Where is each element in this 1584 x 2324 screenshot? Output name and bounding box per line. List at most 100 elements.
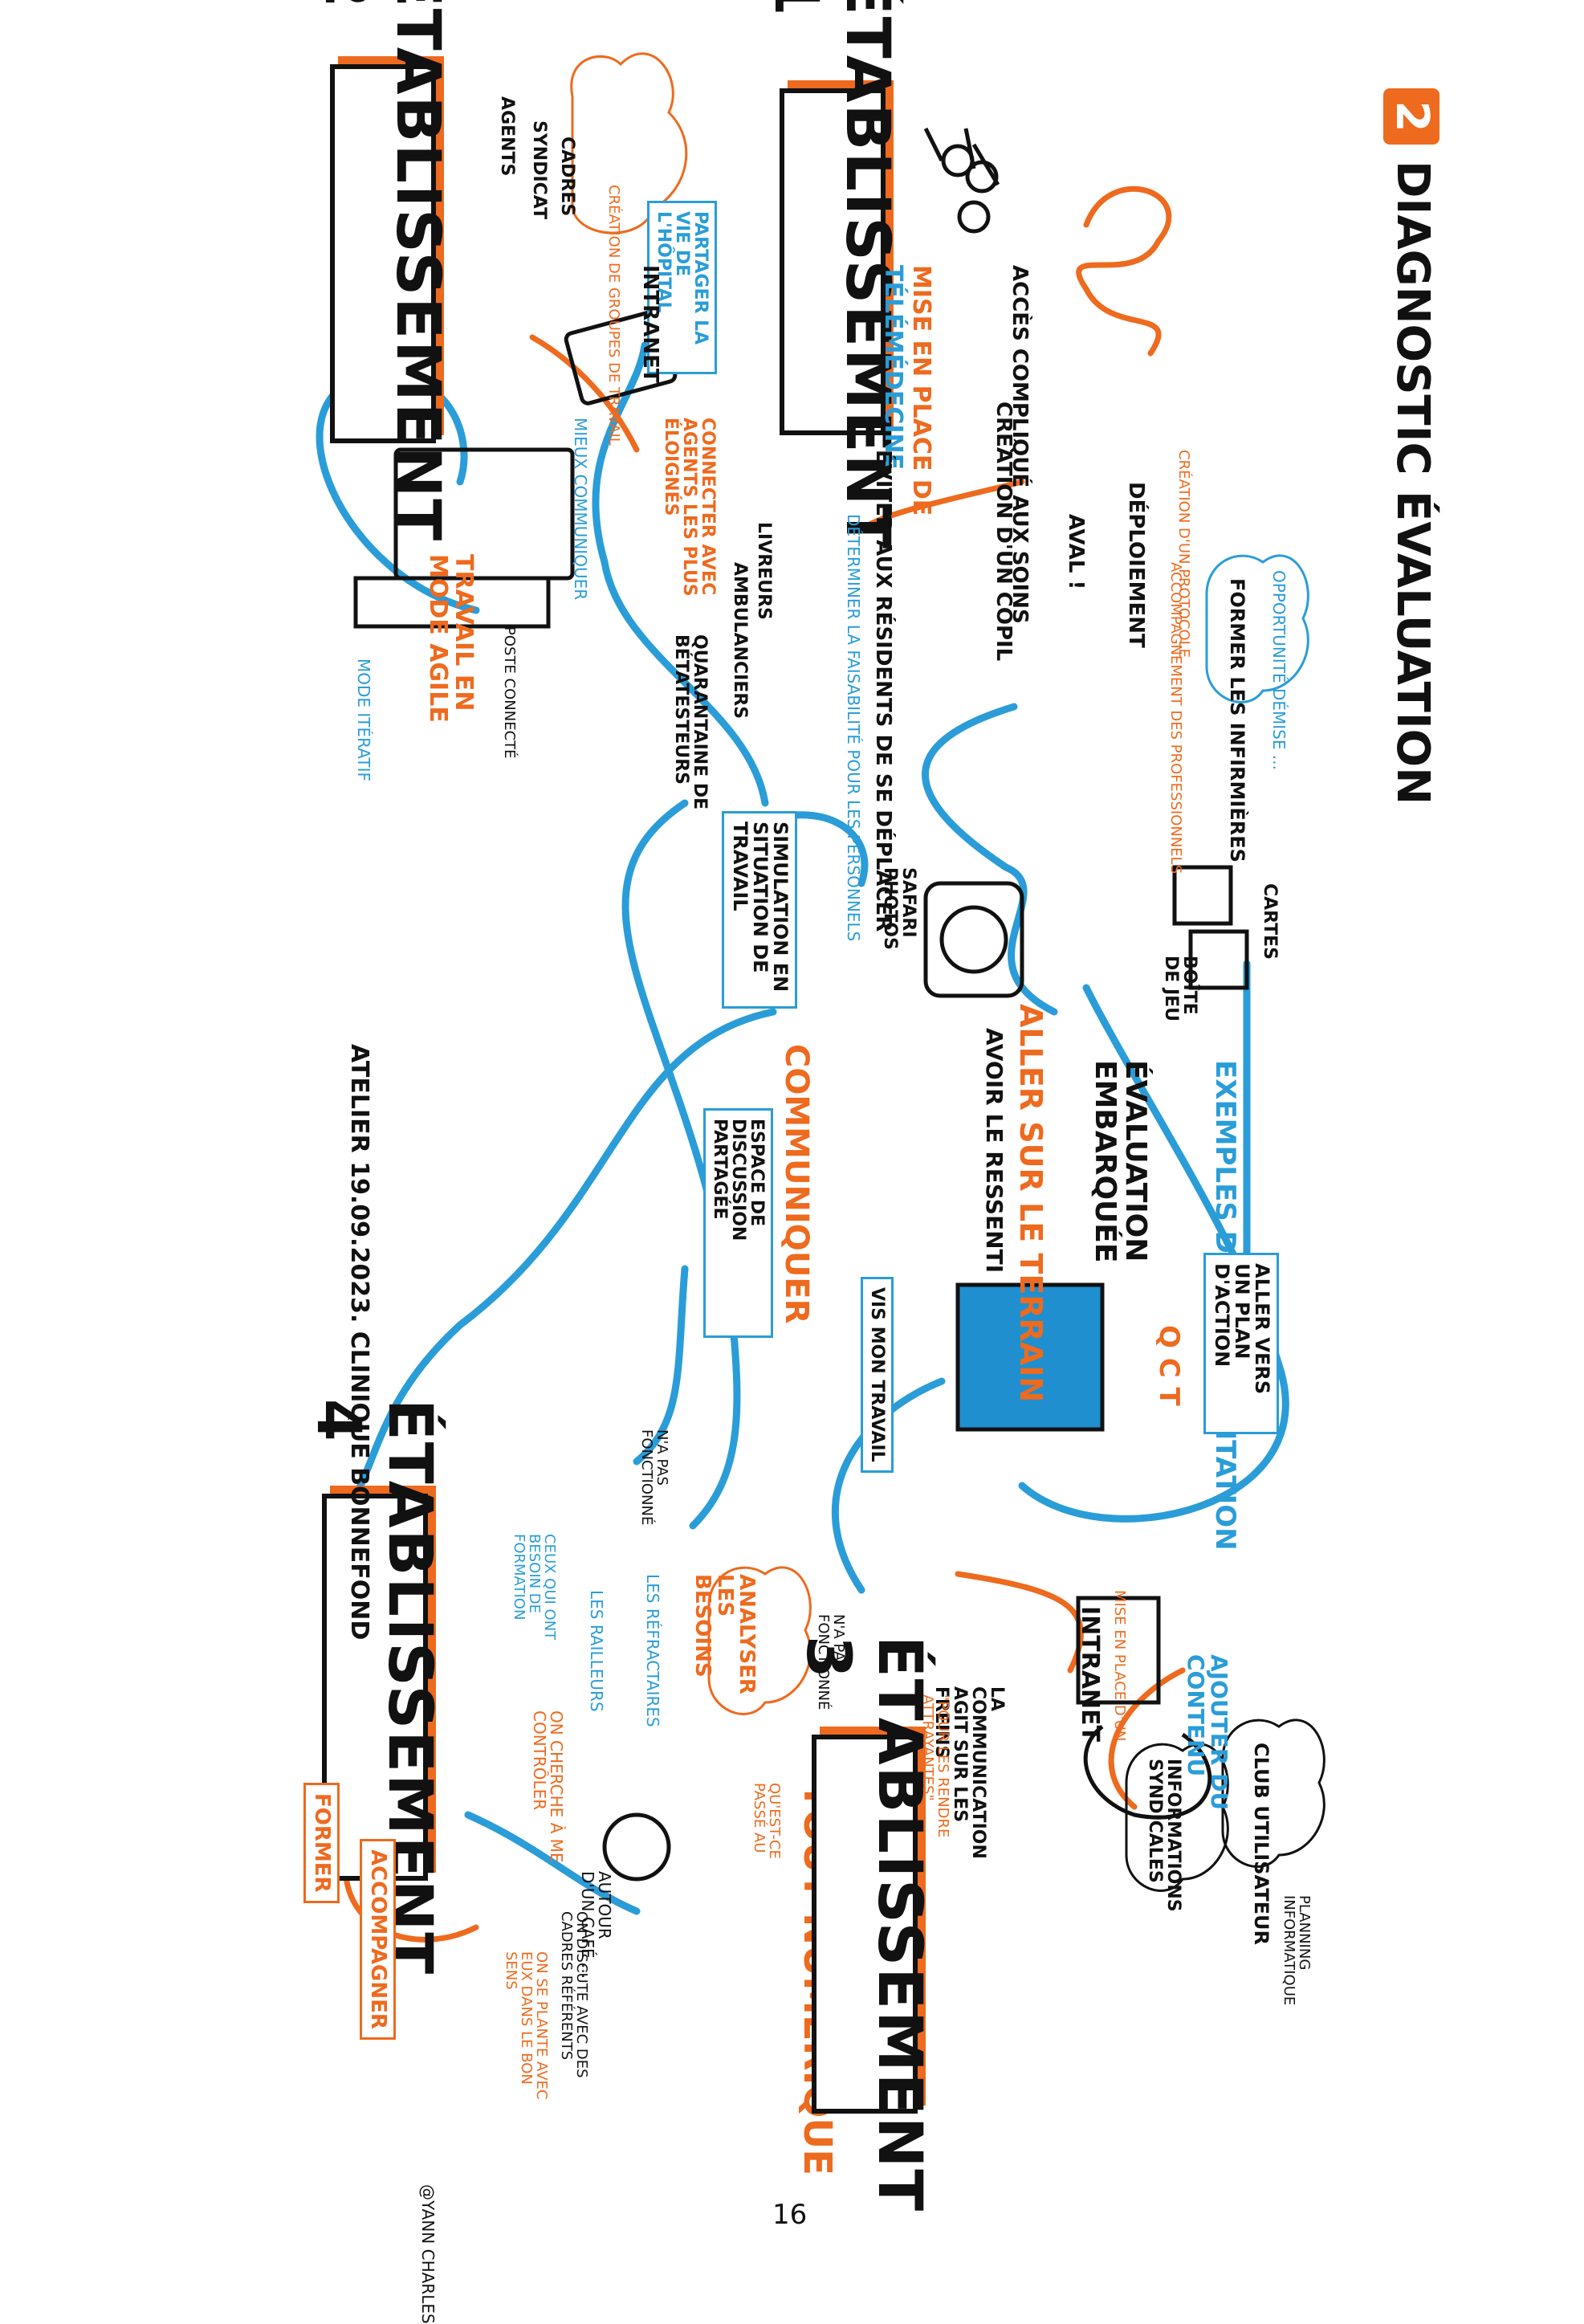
- center-vis-mon-travail: VIS MON TRAVAIL: [867, 1287, 887, 1462]
- etab2-quarantaine: QUARANTAINE DE BÉTATESTEURS: [670, 634, 710, 810]
- etab2-connecter: CONNECTER AVEC AGENTS LES PLUS ÉLOIGNÉS: [660, 418, 718, 597]
- etab4-na-pas: N'A PAS FONCTIONNÉ: [638, 1429, 670, 1526]
- etab2-syndicat: SYNDICAT: [529, 120, 549, 220]
- etab2-agile: TRAVAIL EN MODE AGILE: [424, 554, 478, 723]
- connector-etab4-cafe: [464, 1811, 641, 1915]
- sketch-drawing: [316, 52, 1325, 1943]
- etab2-title-box: ÉTABLISSEMENT 2: [312, 0, 454, 542]
- connector-telemed-copil: [858, 479, 1025, 533]
- person-head: [965, 160, 999, 194]
- connector-deploiement: [922, 703, 1058, 1016]
- etab2-livreurs: LIVREURS: [754, 522, 774, 620]
- etab2-mieux: MIEUX COMMUNIQUER: [571, 418, 590, 601]
- connector-etab4: [328, 1008, 777, 1530]
- etab4-besoin: CEUX QUI ONT BESOIN DE FORMATION: [511, 1534, 558, 1641]
- etab1-accomp-pro: ACCOMPAGNEMENT DES PROFESSIONNELS: [1167, 562, 1184, 875]
- etab2-cadres: CADRES: [557, 137, 577, 217]
- rotated-layer: 2 DIAGNOSTIC ÉVALUATION ÉTABLISSEMENT 1 …: [303, 0, 1439, 2324]
- etab2-intranet: INTRANET: [638, 265, 662, 383]
- center-communiquer: COMMUNIQUER: [778, 1044, 815, 1324]
- etab4-analyser: ANALYSER LES BESOINS: [690, 1574, 759, 1694]
- camera-lens: [939, 905, 1008, 974]
- center-plan-action-box: ALLER VERS UN PLAN D'ACTION: [1203, 1253, 1279, 1434]
- etab3-infos: INFORMATIONS SYNDICALES: [1144, 1759, 1183, 1912]
- camera-sketch: [923, 881, 1024, 998]
- etab2-partager: PARTAGER LA VIE DE L'HÔPITAL: [653, 211, 711, 345]
- center-espace: ESPACE DE DISCUSSION PARTAGÉE: [709, 1119, 767, 1242]
- vis-mon-travail-block: [955, 1282, 1105, 1432]
- etab2-ambulanciers: AMBULANCIERS: [730, 562, 750, 720]
- etab3-ajouter: AJOUTER DU CONTENU: [1182, 1654, 1232, 1811]
- etab3-title-box: ÉTABLISSEMENT 3: [793, 1636, 936, 2212]
- etab4-former-box: FORMER: [303, 1783, 340, 1903]
- hand-sketch: [1083, 1725, 1212, 1820]
- cloud-club: [1221, 1719, 1325, 1868]
- person-head: [957, 200, 991, 234]
- etab1-eviter: ÉVITER AUX RÉSIDENTS DE SE DÉPLACER: [871, 450, 895, 932]
- screen-sketch: [1076, 1596, 1161, 1705]
- cloud-analyser: [707, 1566, 812, 1715]
- coffee-cup: [602, 1812, 671, 1882]
- etab1-telemed-b: TÉLÉMÉDECINE: [879, 265, 907, 471]
- person-body: [923, 127, 1000, 186]
- center-evaluation: ÉVALUATION EMBARQUÉE: [1089, 1060, 1152, 1263]
- center-safari: SAFARI PHOTOS: [879, 867, 918, 950]
- etab4-former: FORMER: [310, 1793, 334, 1893]
- cloud-infos: [1125, 1743, 1229, 1892]
- author-signature: @YANN CHARLES: [418, 2184, 438, 2324]
- etab1-opportunite: OPPORTUNITÉ DÉMISE ...: [1269, 570, 1289, 770]
- center-qct: Q C T: [1153, 1325, 1185, 1406]
- etab4-cherche: ON CHERCHE À ME CONTRÔLER: [530, 1710, 566, 1863]
- etab1-title-box: ÉTABLISSEMENT 1: [761, 0, 904, 550]
- etab3-title: ÉTABLISSEMENT 3: [793, 1635, 936, 2213]
- connector-squiggle: [1076, 186, 1172, 357]
- etab3-intranet: INTRANET: [1076, 1606, 1104, 1743]
- etab3-rendre: "POUR LES RENDRE ATTRAYANTES": [919, 1694, 951, 1838]
- etab3-planning: PLANNING INFORMATIQUE: [1281, 1895, 1313, 2006]
- etab2-title: ÉTABLISSEMENT 2: [312, 0, 454, 543]
- etab4-accompagner-box: ACCOMPAGNER: [359, 1839, 396, 2040]
- center-boite-jeu: BOÎTE DE JEU: [1160, 956, 1199, 1022]
- section-badge: 2: [1383, 88, 1439, 145]
- etab4-discute: ON DISCUTE AVEC DES CADRES RÉFÉRENTS: [558, 1911, 590, 2078]
- etab3-mise-en-place: MISE EN PLACE D'UN: [1111, 1590, 1128, 1742]
- etab1-aval: AVAL !: [1064, 514, 1088, 590]
- cloud-opportunite: [1205, 554, 1309, 703]
- center-simulation: SIMULATION EN SITUATION DE TRAVAIL: [728, 822, 792, 993]
- connector-na-pas: [633, 1265, 689, 1466]
- etab1-former-inf: FORMER LES INFIRMIÈRES: [1226, 578, 1248, 862]
- center-vis-box: VIS MON TRAVAIL: [860, 1277, 894, 1473]
- etab2-groupes: CRÉATION DE GROUPES DE TRAVAIL: [605, 185, 622, 446]
- center-simulation-box: SIMULATION EN SITUATION DE TRAVAIL: [722, 811, 797, 1009]
- etab1-telemed-a: MISE EN PLACE DE: [907, 265, 935, 516]
- etab2-poste: POSTE CONNECTÉ: [501, 626, 518, 759]
- connector-center-lower: [831, 1377, 946, 1594]
- etab3-club: CLUB UTILISATEUR: [1250, 1743, 1272, 1945]
- etab4-railleurs: LES RAILLEURS: [587, 1590, 606, 1712]
- center-espace-box: ESPACE DE DISCUSSION PARTAGÉE: [702, 1108, 773, 1338]
- connector-center-loop: [1018, 984, 1289, 1523]
- page-number: 16: [772, 2199, 808, 2231]
- etab1-deploiement: DÉPLOIEMENT: [1124, 482, 1148, 648]
- etab4-quest: QU'EST-CE PASSÉ AU: [751, 1783, 783, 1859]
- etab1-copil: CRÉATION D'UN COPIL: [992, 402, 1016, 662]
- center-aller-terrain: ALLER SUR LE TERRAIN: [1013, 1004, 1049, 1403]
- etab4-accompagner: ACCOMPAGNER: [366, 1849, 390, 2029]
- center-avoir-ressenti: AVOIR LE RESSENTI: [981, 1028, 1008, 1274]
- etab4-plante: ON SE PLANTE AVEC EUX DANS LE BON SENS: [503, 1951, 550, 2100]
- dice-box: [1172, 865, 1233, 926]
- connector-intranet-groups: [529, 334, 640, 453]
- connector-etab2-simulation: [592, 341, 769, 807]
- sketchnote-board: 2 DIAGNOSTIC ÉVALUATION ÉTABLISSEMENT 1 …: [303, 0, 1439, 2324]
- laptop-base: [353, 576, 551, 629]
- section-number: 2: [1386, 100, 1439, 133]
- center-cartes: CARTES: [1260, 883, 1280, 960]
- etab1-determiner: DÉTERMINER LA FAISABILITÉ POUR LES PERSO…: [844, 514, 863, 942]
- etab2-iteratif: MODE ITÉRATIF: [354, 658, 373, 781]
- etab4-refractaires: LES RÉFRACTAIRES: [643, 1574, 662, 1727]
- section-title: DIAGNOSTIC ÉVALUATION: [1387, 161, 1439, 805]
- dice-box: [1188, 929, 1249, 990]
- atelier-caption: ATELIER 19.09.2023. CLINIQUE BONNEFOND: [345, 1044, 373, 1641]
- etab2-agents: AGENTS: [497, 96, 517, 177]
- center-plan-action: ALLER VERS UN PLAN D'ACTION: [1210, 1263, 1273, 1395]
